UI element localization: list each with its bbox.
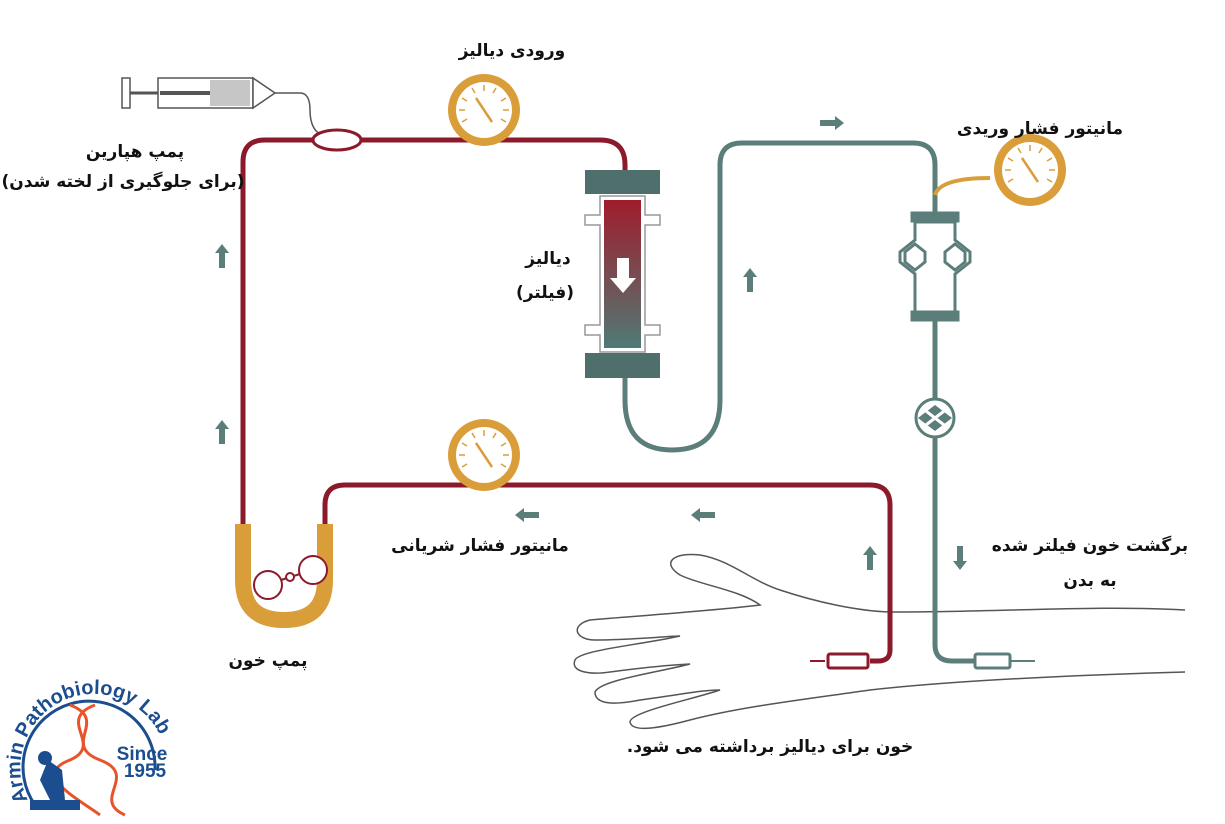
- flow-down-arrow-icon: [610, 258, 636, 293]
- flow-arrow-up-icon: [215, 244, 229, 268]
- flow-arrow-down-icon: [953, 546, 967, 570]
- arterial-line: [240, 130, 893, 664]
- armin-lab-logo: Armin Pathobiology Lab Since 1955: [3, 677, 175, 817]
- label-return-line1: برگشت خون فیلتر شده: [992, 535, 1188, 556]
- dialyzer-filter: [584, 170, 661, 378]
- flow-arrow-left-icon: [691, 508, 715, 522]
- arm-outline: [573, 553, 1186, 730]
- label-heparin-pump: پمپ هپارین: [86, 142, 184, 162]
- svg-text:Since: Since: [117, 744, 168, 765]
- label-dialyzer-inlet: ورودی دیالیز: [458, 41, 566, 61]
- dialyzer-inlet-gauge-icon: [446, 72, 522, 148]
- venous-drip-chamber: [898, 211, 972, 322]
- flow-arrow-up-icon: [743, 268, 757, 292]
- label-dialyzer-note: (فیلتر): [516, 283, 574, 303]
- svg-text:1955: 1955: [124, 761, 167, 782]
- label-heparin-note: (برای جلوگیری از لخته شدن): [2, 171, 245, 192]
- label-return-line2: به بدن: [1063, 571, 1116, 591]
- label-dialyzer: دیالیز: [524, 249, 571, 269]
- flow-arrow-up-icon: [863, 546, 877, 570]
- air-detector-valve: [914, 397, 956, 439]
- arterial-pressure-gauge-icon: [446, 417, 522, 493]
- heparin-syringe: [121, 76, 323, 136]
- label-blood-pump: پمپ خون: [228, 651, 307, 671]
- venous-line: [622, 140, 1035, 664]
- flow-arrow-up-icon: [215, 420, 229, 444]
- arterial-catheter: [826, 652, 870, 670]
- heparin-inlet-clip: [311, 128, 363, 152]
- label-blood-removed: خون برای دیالیز برداشته می شود.: [627, 737, 914, 757]
- label-venous-monitor: مانیتور فشار وریدی: [957, 119, 1123, 139]
- label-arterial-monitor: مانیتور فشار شریانی: [391, 536, 569, 556]
- blood-pump: [235, 524, 333, 629]
- venous-catheter: [973, 652, 1012, 670]
- flow-arrow-right-icon: [820, 116, 844, 130]
- flow-arrow-left-icon: [515, 508, 539, 522]
- venous-pressure-gauge-icon: [992, 132, 1068, 208]
